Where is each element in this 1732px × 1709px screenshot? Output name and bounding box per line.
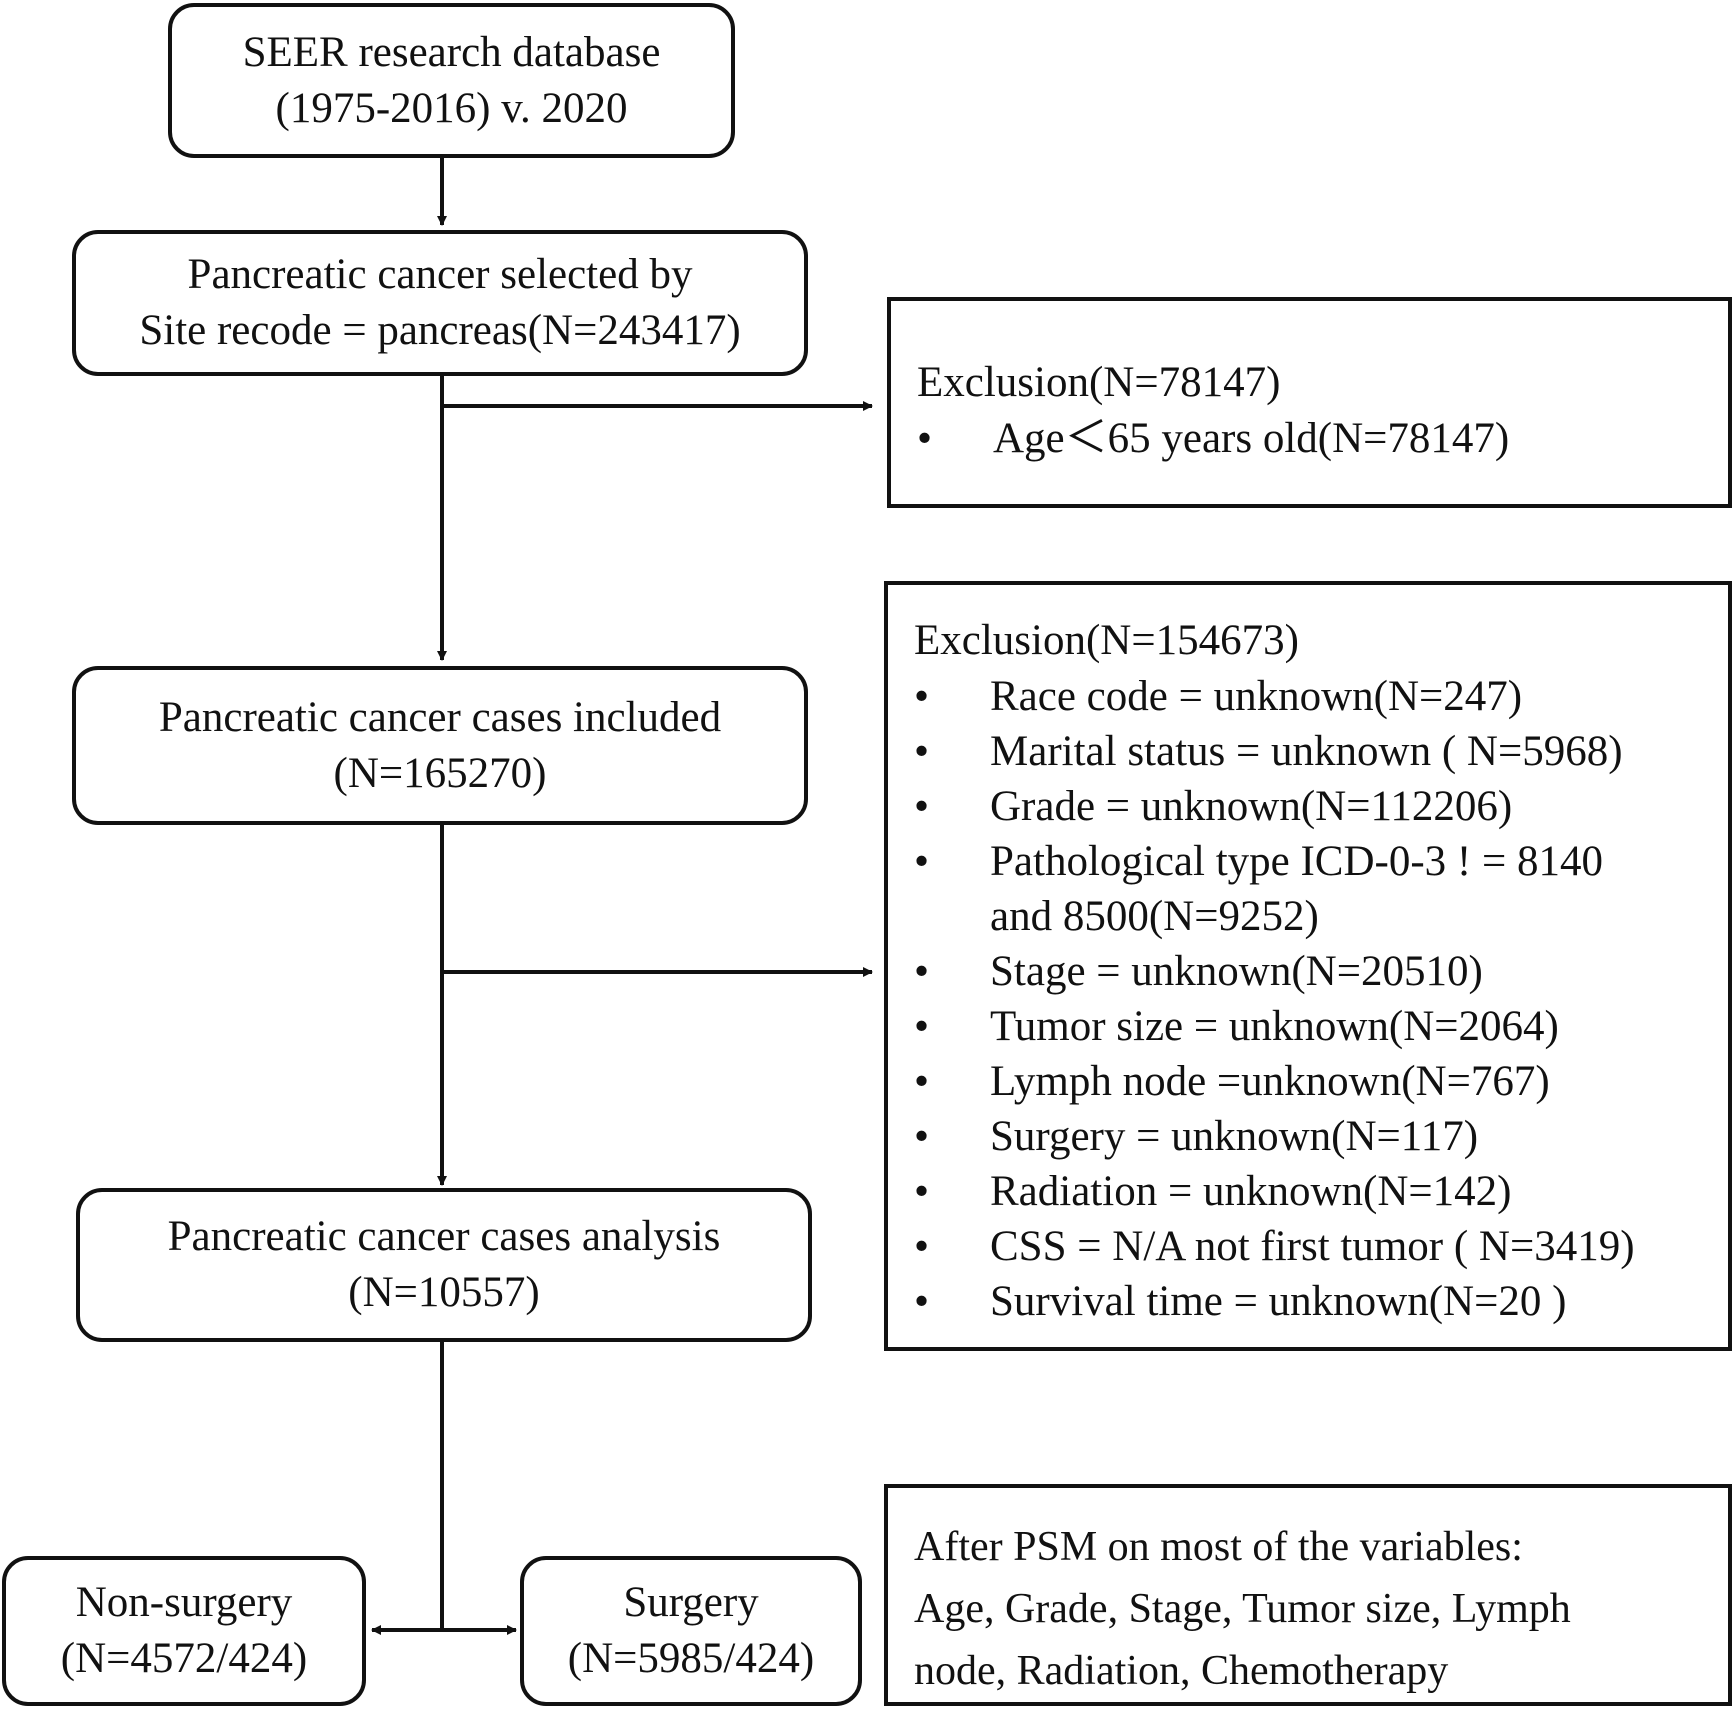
exclusion2-item: CSS = N/A not first tumor ( N=3419) [914,1219,1728,1274]
selected-box-line1: Pancreatic cancer selected by [187,251,693,298]
exclusion1-item: Age＜65 years old(N=78147) [917,411,1728,466]
exclusion2-item: Pathological type ICD-0-3 ! = 8140 and 8… [914,834,1728,944]
psm-line1: After PSM on most of the variables: [914,1524,1523,1570]
seer-box-line1: SEER research database [242,28,661,76]
selected-box-line2: Site recode = pancreas(N=243417) [139,307,741,354]
exclusion-box-1: Exclusion(N=78147) Age＜65 years old(N=78… [887,297,1732,508]
surgery-box: Surgery (N=5985/424) [520,1556,862,1706]
exclusion2-item-continuation: and 8500(N=9252) [990,893,1319,940]
exclusion2-item: Stage = unknown(N=20510) [914,944,1728,999]
surgery-box-line2: (N=5985/424) [567,1635,815,1682]
exclusion2-item: Survival time = unknown(N=20 ) [914,1274,1728,1329]
included-box-line1: Pancreatic cancer cases included [158,693,722,741]
selected-box: Pancreatic cancer selected by Site recod… [72,230,808,376]
analysis-box-line1: Pancreatic cancer cases analysis [167,1213,721,1260]
analysis-box-line2: (N=10557) [348,1269,540,1316]
exclusion2-item: Radiation = unknown(N=142) [914,1164,1728,1219]
psm-line3: node, Radiation, Chemotherapy [914,1648,1449,1694]
exclusion2-item: Lymph node =unknown(N=767) [914,1054,1728,1109]
exclusion2-item: Marital status = unknown ( N=5968) [914,724,1728,779]
included-box-line2: (N=165270) [333,749,547,797]
exclusion2-item: Tumor size = unknown(N=2064) [914,999,1728,1054]
analysis-box: Pancreatic cancer cases analysis (N=1055… [76,1188,812,1342]
psm-line2: Age, Grade, Stage, Tumor size, Lymph [914,1586,1571,1632]
nonsurgery-box: Non-surgery (N=4572/424) [2,1556,366,1706]
exclusion-box-2: Exclusion(N=154673) Race code = unknown(… [884,581,1732,1351]
exclusion2-title: Exclusion(N=154673) [914,617,1299,664]
surgery-box-line1: Surgery [623,1579,759,1626]
seer-box-line2: (1975-2016) v. 2020 [275,84,628,132]
nonsurgery-box-line2: (N=4572/424) [60,1635,308,1682]
psm-note-box: After PSM on most of the variables: Age,… [884,1484,1732,1706]
exclusion2-item: Grade = unknown(N=112206) [914,779,1728,834]
exclusion1-title: Exclusion(N=78147) [917,359,1281,406]
exclusion2-item: Race code = unknown(N=247) [914,669,1728,724]
seer-database-box: SEER research database (1975-2016) v. 20… [168,3,735,158]
nonsurgery-box-line1: Non-surgery [75,1579,293,1626]
included-box: Pancreatic cancer cases included (N=1652… [72,666,808,825]
exclusion2-item: Surgery = unknown(N=117) [914,1109,1728,1164]
